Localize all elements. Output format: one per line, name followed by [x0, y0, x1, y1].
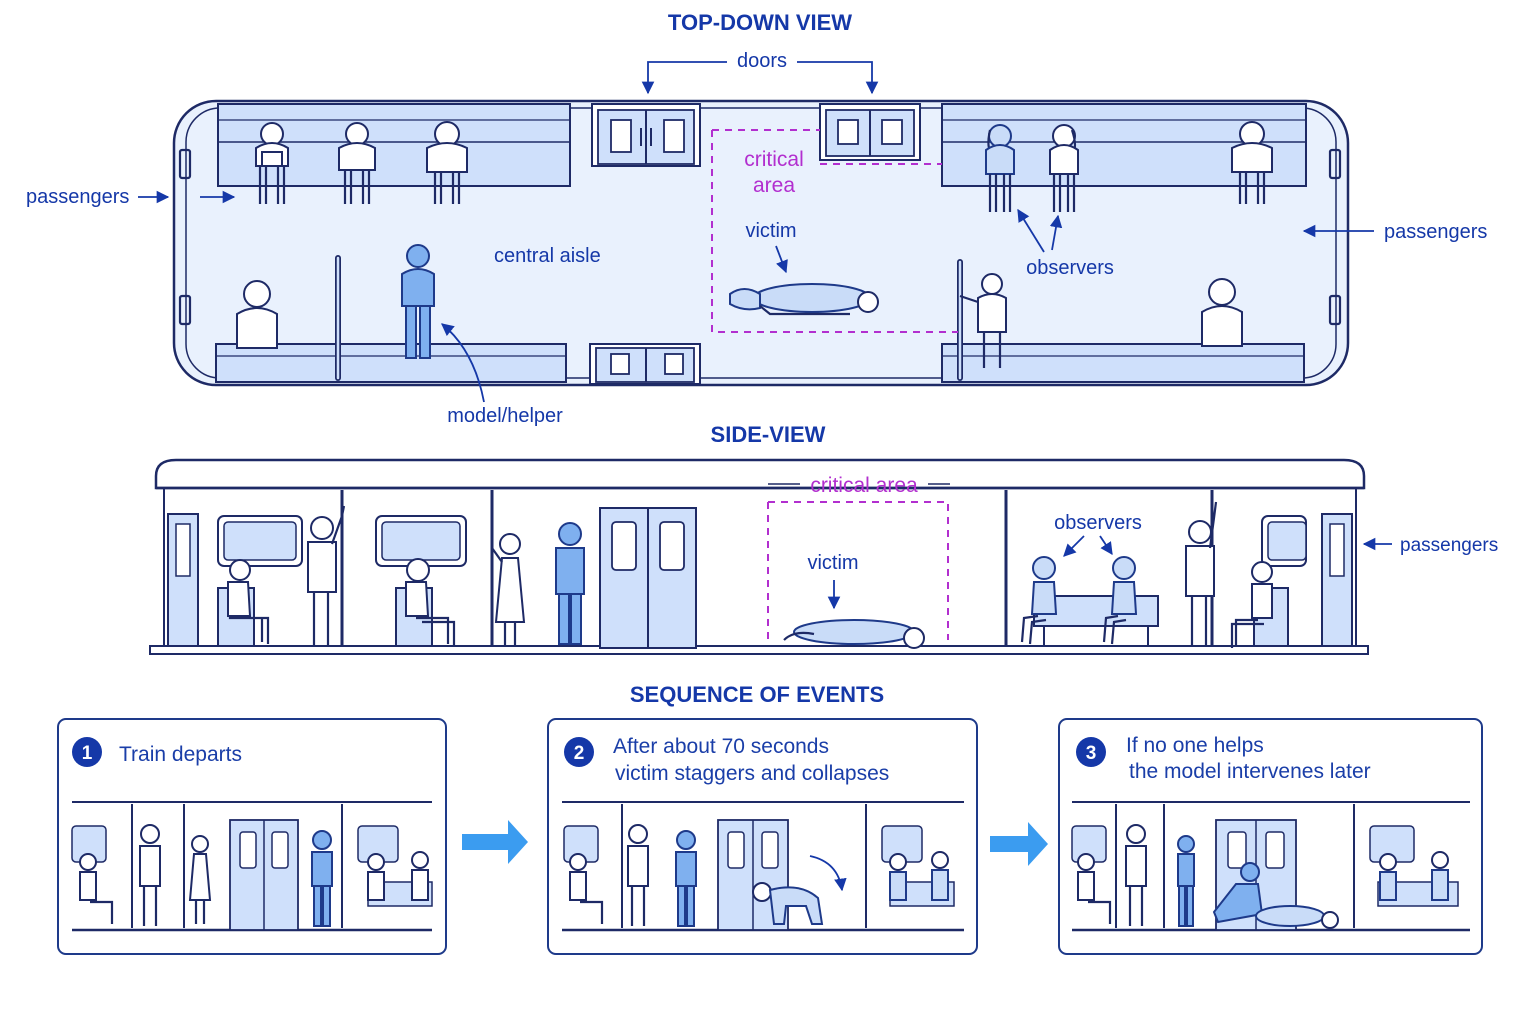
observers-label-top: observers [1026, 257, 1114, 279]
victim-figure [729, 283, 879, 316]
top-door-1 [591, 103, 701, 167]
victim-label-side: victim [807, 552, 858, 574]
step-panel-1: 1 Train departs [57, 718, 447, 955]
step-panel-2: 2 After about 70 seconds victim staggers… [547, 718, 978, 955]
passengers-left-label: passengers [26, 186, 129, 208]
passenger-standing-side [1185, 501, 1218, 646]
victim-side [783, 619, 925, 649]
top-view-car [172, 99, 1350, 387]
doors-label: doors [737, 50, 787, 72]
central-aisle-label: central aisle [494, 245, 601, 267]
sequence-heading: SEQUENCE OF EVENTS [630, 682, 884, 707]
model-helper-figure [401, 244, 435, 359]
observers-label-side: observers [1054, 512, 1142, 534]
top-door-2 [819, 103, 921, 161]
passenger-standing-side [491, 533, 526, 646]
passenger-seated [426, 121, 468, 204]
step-number-3: 3 [1086, 743, 1097, 764]
passenger-seated-side [227, 559, 270, 644]
observer [985, 124, 1015, 212]
victim-label-top: victim [745, 220, 796, 242]
bench-bottom-left [215, 343, 567, 383]
step-3-line1: If no one helps [1126, 734, 1264, 757]
sequence-arrow-2 [990, 822, 1048, 866]
passenger-seated-side [1230, 561, 1273, 648]
bench-bottom-right [941, 343, 1305, 383]
passenger-seated [338, 122, 376, 204]
top-view-heading: TOP-DOWN VIEW [668, 10, 852, 35]
model-helper-label: model/helper [447, 405, 563, 427]
passenger-standing [959, 273, 1007, 368]
sequence-arrow-1 [462, 820, 528, 864]
observer [1049, 124, 1079, 212]
step-2-line1: After about 70 seconds [613, 735, 829, 758]
observer-side [1102, 556, 1138, 645]
passenger-seated [1231, 121, 1273, 204]
passenger-seated-side [405, 558, 456, 646]
model-helper-side [555, 522, 585, 645]
critical-area-side-outline [767, 501, 949, 640]
critical-area-outline [711, 129, 958, 333]
doors-callout: doors [641, 50, 879, 95]
critical-label-line2: area [753, 174, 795, 197]
passengers-right-label: passengers [1384, 221, 1487, 243]
bottom-door [589, 343, 701, 385]
observer-side [1020, 556, 1058, 645]
critical-area-label-side: critical area [810, 474, 918, 497]
step-number-1: 1 [82, 743, 93, 764]
step-3-line2: the model intervenes later [1129, 760, 1371, 783]
passenger-seated [1201, 278, 1243, 347]
step-panel-3: 3 If no one helps the model intervenes l… [1058, 718, 1483, 955]
side-view-car [149, 458, 1369, 655]
critical-label-line1: critical [744, 148, 804, 171]
passenger-seated [236, 280, 278, 349]
side-view-heading: SIDE-VIEW [711, 422, 826, 447]
step-number-2: 2 [574, 743, 585, 764]
passenger-seated [255, 122, 289, 204]
passengers-label-side: passengers [1400, 535, 1498, 556]
step-2-line2: victim staggers and collapses [615, 762, 889, 785]
passenger-standing-side [307, 505, 346, 646]
step-1-line1: Train departs [119, 743, 242, 766]
